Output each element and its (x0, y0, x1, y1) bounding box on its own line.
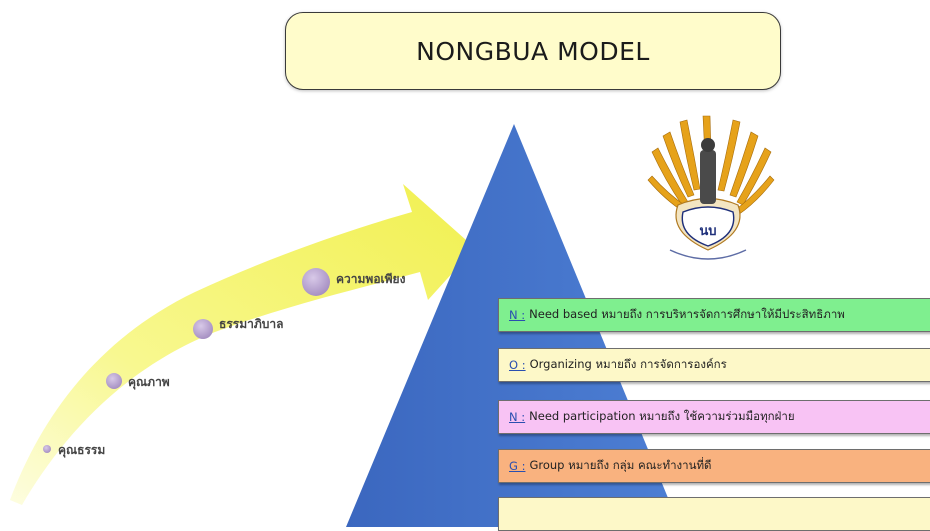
pillar-group: G : Group หมายถึง กลุ่ม คณะทำงานที่ดี (498, 449, 930, 483)
pillar-need-based: N : Need based หมายถึง การบริหารจัดการศึ… (498, 298, 930, 332)
pillar-text: Group หมายถึง กลุ่ม คณะทำงานที่ดี (529, 458, 712, 472)
stage-dot-2 (106, 373, 122, 389)
stage-dot-3 (193, 319, 213, 339)
pillar-code: N : (509, 308, 526, 322)
pillar-need-participation: N : Need participation หมายถึง ใช้ความร่… (498, 400, 930, 434)
stage-dot-4 (302, 268, 330, 296)
school-emblem-icon: นบ (647, 115, 775, 260)
stage-label-4: ความพอเพียง (336, 272, 406, 286)
pillar-code: N : (509, 410, 526, 424)
pillar-text: Need based หมายถึง การบริหารจัดการศึกษาใ… (529, 307, 845, 321)
pillar-code: G : (509, 459, 526, 473)
stage-label-3: ธรรมาภิบาล (219, 317, 284, 331)
stage-label-2: คุณภาพ (128, 375, 170, 389)
stage-label-1: คุณธรรม (58, 443, 106, 457)
pillar-organizing: O : Organizing หมายถึง การจัดการองค์กร (498, 348, 930, 382)
emblem-initials: นบ (699, 224, 716, 239)
pillar-text: Need participation หมายถึง ใช้ความร่วมมื… (529, 409, 795, 423)
stage-dot-1 (43, 445, 51, 453)
pillar-text: Organizing หมายถึง การจัดการองค์กร (529, 357, 727, 371)
page-title: NONGBUA MODEL (285, 12, 781, 90)
growth-arrow (10, 184, 475, 505)
pillar-code: O : (509, 358, 526, 372)
pillar-partial (498, 497, 930, 531)
